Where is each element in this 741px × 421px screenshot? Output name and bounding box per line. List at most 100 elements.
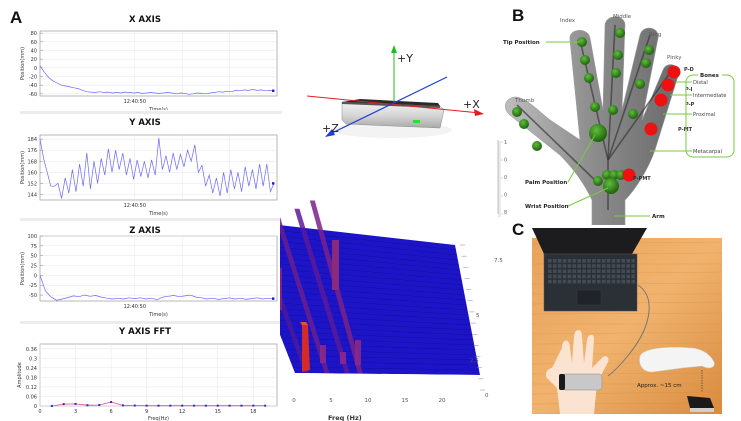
keyboard-key bbox=[592, 279, 596, 284]
x-tick-label: 18 bbox=[250, 409, 256, 415]
joint-node bbox=[602, 170, 612, 180]
chart-title: Y AXIS bbox=[129, 118, 161, 128]
keyboard-key bbox=[626, 264, 630, 268]
keyboard-key bbox=[616, 274, 621, 279]
x-axis-label: Freq (Hz) bbox=[328, 414, 362, 421]
keyboard-key bbox=[597, 259, 601, 263]
keyboard-key bbox=[577, 274, 581, 279]
data-marker bbox=[204, 404, 207, 407]
y-tick-label: 0.24 bbox=[26, 366, 37, 372]
callout-line bbox=[567, 187, 609, 207]
bone-name-label: Intermediate bbox=[693, 93, 726, 99]
keyboard-key bbox=[601, 259, 606, 263]
keyboard-key bbox=[587, 269, 591, 273]
y-tick-label: 152 bbox=[27, 181, 37, 187]
mesh-line bbox=[280, 241, 458, 261]
keyboard-key bbox=[606, 274, 611, 279]
keyboard-key bbox=[587, 274, 591, 279]
bone-line bbox=[607, 34, 651, 161]
keyboard-key bbox=[572, 269, 577, 273]
x-axis-arrow-icon bbox=[474, 109, 484, 116]
keyboard-key bbox=[567, 269, 572, 273]
keyboard-key bbox=[582, 274, 586, 279]
data-marker bbox=[110, 401, 113, 404]
keyboard-key bbox=[601, 264, 606, 268]
keyboard-key bbox=[592, 264, 596, 268]
keyboard-key bbox=[557, 274, 562, 279]
z-axis-label: +Z bbox=[322, 122, 339, 135]
data-marker bbox=[228, 404, 231, 407]
bones-title: Bones bbox=[700, 73, 720, 79]
y-tick-label: -60 bbox=[29, 92, 37, 98]
mesh-line bbox=[280, 230, 456, 251]
data-line bbox=[39, 137, 275, 199]
keyboard-key bbox=[616, 279, 621, 284]
finger-label: Index bbox=[560, 18, 576, 24]
plot-frame bbox=[39, 235, 278, 302]
x-tick-label: 3 bbox=[74, 409, 77, 415]
keyboard-key bbox=[601, 269, 606, 273]
tip-position-label: Tip Position bbox=[503, 40, 540, 46]
keyboard-key bbox=[611, 269, 616, 273]
mesh-line bbox=[280, 285, 466, 301]
spectral-peak-top bbox=[300, 322, 308, 325]
trackpad bbox=[576, 289, 602, 306]
keyboard-key bbox=[616, 259, 621, 263]
plaster-hand-model bbox=[639, 346, 715, 373]
keyboard-key bbox=[577, 279, 581, 284]
keyboard-key bbox=[577, 259, 581, 263]
x-tick-label: 20 bbox=[439, 398, 446, 404]
y-tick-label: 20 bbox=[31, 57, 37, 63]
keyboard-key bbox=[552, 264, 557, 268]
joint-node bbox=[580, 55, 590, 65]
y-tick-label: 0.12 bbox=[26, 385, 37, 391]
spectral-bump bbox=[340, 352, 346, 364]
chart-title: Y AXIS FFT bbox=[119, 327, 171, 337]
y-tick-label: 0 bbox=[34, 273, 37, 279]
keyboard-key bbox=[611, 274, 616, 279]
finger-label: Middle bbox=[613, 14, 632, 20]
keyboard-key bbox=[582, 264, 586, 268]
finger-label: Ring bbox=[649, 32, 661, 38]
panel-label-c: C bbox=[512, 220, 525, 239]
x-tick-label: 15 bbox=[215, 409, 221, 415]
chart-title: X AXIS bbox=[129, 15, 161, 25]
keyboard-key bbox=[621, 264, 626, 268]
spectral-bump bbox=[355, 340, 361, 365]
x-axis-label: Freq(Hz) bbox=[148, 416, 169, 421]
mesh-line bbox=[280, 314, 471, 326]
y-tick-label: 60 bbox=[31, 40, 37, 46]
status-led bbox=[413, 120, 420, 123]
distance-label: Approx. ~15 cm bbox=[637, 383, 682, 389]
keyboard-key bbox=[616, 269, 621, 273]
keyboard-key bbox=[592, 274, 596, 279]
keyboard-key bbox=[567, 264, 572, 268]
mesh-line bbox=[280, 274, 464, 291]
surface-base bbox=[280, 225, 480, 375]
joint-node bbox=[590, 102, 600, 112]
mesh-line bbox=[280, 302, 469, 316]
keyboard-key bbox=[552, 274, 557, 279]
keyboard-key bbox=[606, 264, 611, 268]
keyboard-key bbox=[597, 269, 601, 273]
keyboard-key bbox=[631, 259, 635, 263]
palm-position-label: Palm Position bbox=[525, 180, 567, 186]
x-tick-label: 5 bbox=[329, 398, 333, 404]
pinky-joint-marker bbox=[622, 168, 636, 182]
hand-skeleton-diagram: ThumbIndexMiddleRingPinkyP-DP-IP-PP-MTP-… bbox=[503, 14, 735, 225]
x-axis-label: Time(s) bbox=[148, 312, 168, 318]
spectral-peak bbox=[280, 268, 282, 310]
joint-label: P-MT bbox=[678, 127, 693, 133]
z-axis-line bbox=[329, 76, 448, 135]
joint-node bbox=[577, 37, 587, 47]
keyboard-key bbox=[606, 269, 611, 273]
joint-node bbox=[608, 105, 618, 115]
keyboard-key bbox=[621, 259, 626, 263]
joint-node bbox=[611, 68, 621, 78]
wrist-device bbox=[561, 373, 603, 391]
keyboard-key bbox=[552, 259, 557, 263]
joint-node bbox=[641, 58, 651, 68]
keyboard-key bbox=[626, 274, 630, 279]
y-axis-plot: 18417616816015214412:40:50Time(s)Positio… bbox=[20, 134, 278, 217]
